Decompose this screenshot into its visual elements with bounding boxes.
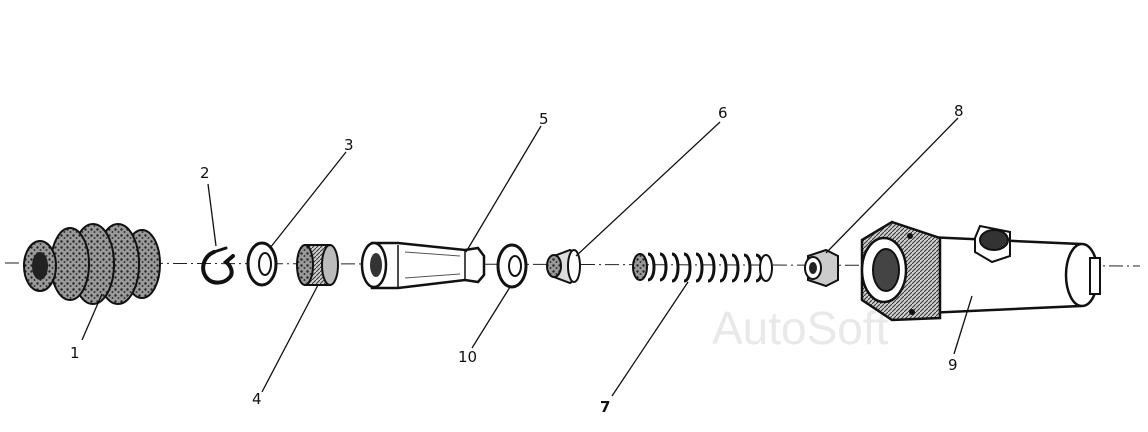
- leader-3: [269, 151, 347, 249]
- leader-10: [471, 286, 511, 349]
- label-part-10: 10: [458, 348, 477, 366]
- label-part-2: 2: [200, 164, 210, 182]
- label-part-4: 4: [252, 390, 262, 408]
- label-part-5: 5: [539, 110, 549, 128]
- leader-1: [81, 293, 103, 341]
- label-part-9: 9: [948, 356, 958, 374]
- watermark: AutoSoft: [712, 302, 889, 354]
- leader-lines: [81, 117, 973, 397]
- leader-9: [953, 295, 973, 355]
- part-1-rubber-boot: [23, 223, 161, 305]
- label-part-7: 7: [600, 398, 610, 416]
- label-part-8: 8: [954, 102, 964, 120]
- part-7-spring: [632, 252, 773, 283]
- leader-4: [261, 284, 319, 393]
- part-2-retaining-clip: [201, 246, 235, 285]
- part-6-cup-seal: [546, 248, 581, 285]
- leader-5: [465, 125, 542, 253]
- part-3-washer: [246, 241, 278, 287]
- part-10-washer: [496, 243, 528, 289]
- leader-8: [825, 117, 959, 254]
- label-part-1: 1: [70, 344, 80, 362]
- leader-6: [575, 121, 721, 257]
- part-4-bushing: [296, 244, 339, 286]
- part-5-piston: [360, 241, 486, 290]
- leader-7: [611, 281, 689, 397]
- label-part-3: 3: [344, 136, 354, 154]
- part-9-cylinder-body: [860, 220, 1101, 322]
- leader-2: [207, 183, 217, 247]
- label-part-6: 6: [718, 104, 728, 122]
- part-8-valve-nut: [804, 248, 839, 288]
